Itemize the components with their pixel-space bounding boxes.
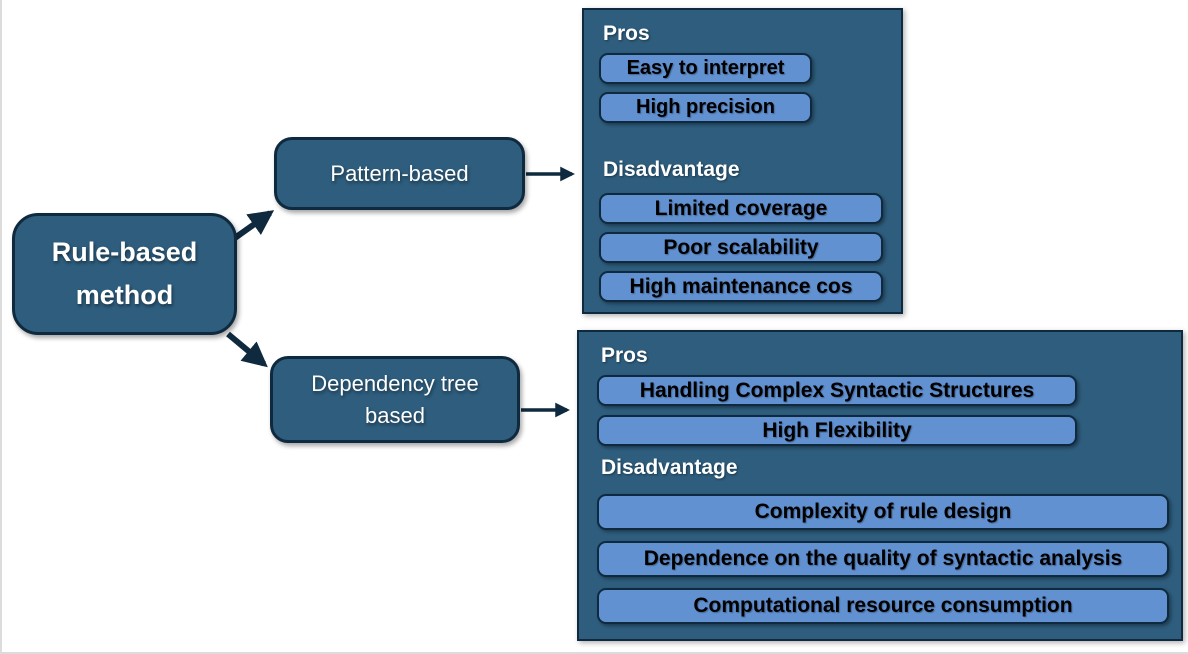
dependency-pros-heading: Pros: [601, 344, 648, 367]
panel-pattern-based-details: Pros Easy to interpret High precision Di…: [582, 8, 903, 314]
pattern-con-item: Poor scalability: [599, 232, 883, 263]
arrow-root-to-dependency: [226, 331, 268, 368]
node-rule-based-method: Rule-based method: [12, 213, 237, 335]
pattern-con-item: Limited coverage: [599, 193, 883, 224]
pattern-pro-item: High precision: [599, 92, 812, 123]
arrow-root-to-pattern: [230, 210, 275, 243]
pattern-con-item: High maintenance cos: [599, 271, 883, 302]
pattern-pro-item: Easy to interpret: [599, 53, 812, 84]
node-rule-based-method-label: Rule-based method: [51, 236, 198, 310]
pattern-pros-heading: Pros: [603, 22, 650, 45]
pattern-cons-heading: Disadvantage: [603, 158, 740, 181]
dependency-pro-item: Handling Complex Syntactic Structures: [597, 375, 1077, 406]
dependency-pro-item: High Flexibility: [597, 415, 1077, 446]
dependency-cons-heading: Disadvantage: [601, 456, 738, 479]
node-pattern-based-label: Pattern-based: [330, 160, 469, 186]
node-dependency-tree-based-label: Dependency tree based: [311, 370, 479, 428]
node-pattern-based: Pattern-based: [274, 137, 525, 210]
dependency-con-item: Dependence on the quality of syntactic a…: [597, 541, 1169, 577]
panel-dependency-tree-details: Pros Handling Complex Syntactic Structur…: [577, 330, 1183, 641]
node-dependency-tree-based: Dependency tree based: [270, 356, 520, 443]
dependency-con-item: Complexity of rule design: [597, 494, 1169, 530]
dependency-con-item: Computational resource consumption: [597, 588, 1169, 624]
